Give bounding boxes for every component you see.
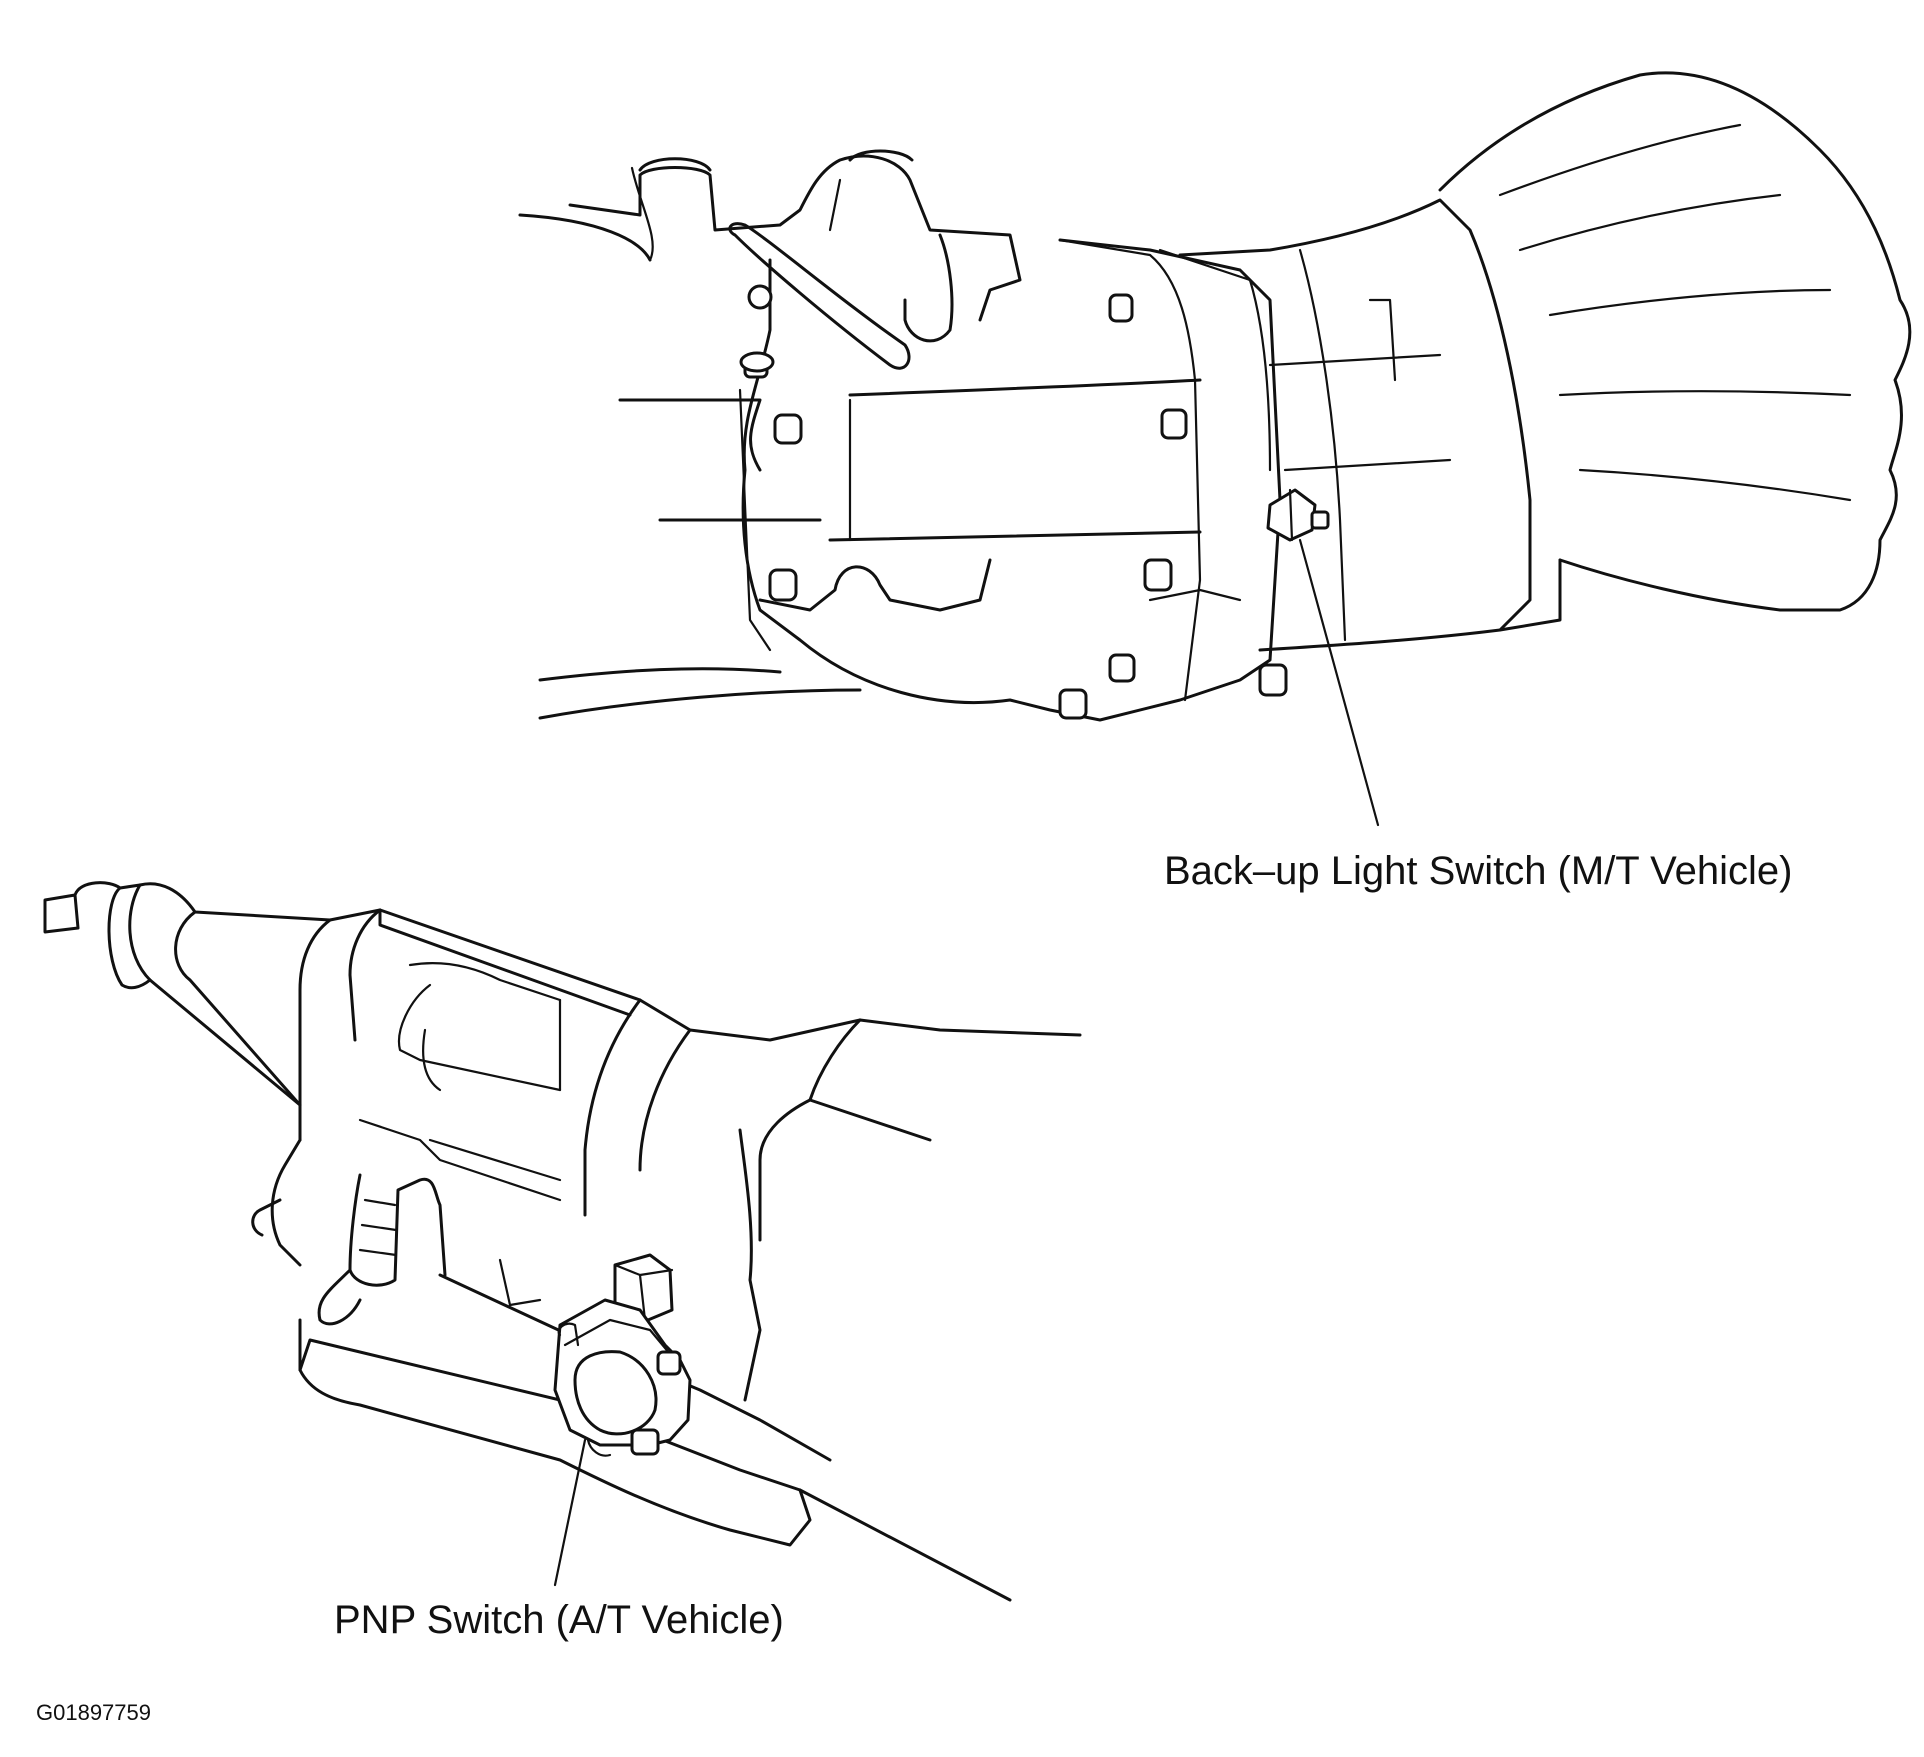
at-oil-pan bbox=[298, 1318, 812, 1547]
mt-bolts bbox=[739, 284, 1288, 720]
at-oil-pipe bbox=[348, 1173, 447, 1287]
pnp-switch-icon bbox=[553, 1253, 692, 1457]
at-tail-housing bbox=[73, 881, 1082, 1042]
figure-id: G01897759 bbox=[36, 1700, 151, 1725]
mt-shift-tower bbox=[568, 154, 1022, 322]
backup-light-switch-icon bbox=[1266, 488, 1330, 542]
mt-adapter-case bbox=[1178, 198, 1532, 652]
automatic-transmission-illustration bbox=[43, 881, 1082, 1602]
mt-bell-housing bbox=[1438, 71, 1912, 612]
backup-light-switch-label: Back–up Light Switch (M/T Vehicle) bbox=[1164, 849, 1793, 893]
mt-main-case bbox=[741, 238, 1282, 722]
pnp-switch-leader-line bbox=[553, 1438, 587, 1587]
backup-switch-leader-line bbox=[1298, 538, 1380, 827]
mt-shift-rod bbox=[728, 222, 911, 370]
pnp-switch-label: PNP Switch (A/T Vehicle) bbox=[334, 1598, 784, 1642]
at-output-shaft bbox=[43, 893, 80, 934]
manual-transmission-illustration bbox=[518, 71, 1912, 827]
